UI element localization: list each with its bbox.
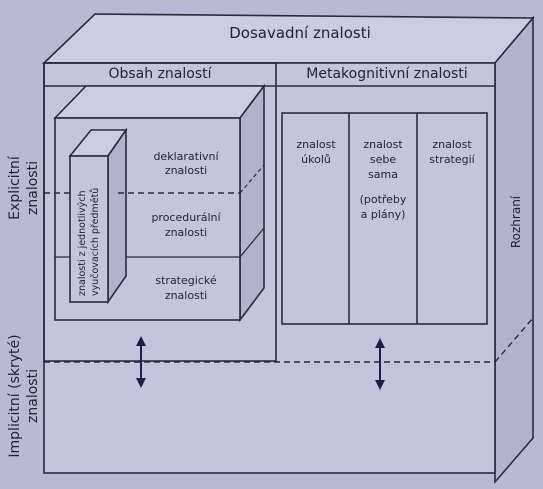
implicit-label-line-2: znalosti xyxy=(25,369,41,423)
column-1-line-4: (potřeby xyxy=(360,193,407,206)
content-block-top xyxy=(53,85,266,119)
explicit-label-line-1: Explicitní xyxy=(7,155,23,220)
column-0-line-0: znalost xyxy=(296,138,336,151)
left-panel: Obsah znalostí znalosti z jednotlivých v… xyxy=(43,62,277,362)
row-label-proceduralni-line-1: procedurální xyxy=(151,211,221,224)
subject-block-label-line-2: vyučovacích předmětů xyxy=(90,188,101,296)
interface-label: Rozhraní xyxy=(509,195,523,248)
row-divider-2-depth xyxy=(239,227,265,258)
explicit-label-line-2: znalosti xyxy=(25,161,41,215)
column-1-line-5: a plány) xyxy=(361,208,406,221)
column-0-line-1: úkolů xyxy=(301,153,331,166)
right-panel: Metakognitivní znalosti znalost úkolů zna… xyxy=(276,66,495,325)
row-label-strategicke-line-2: znalosti xyxy=(165,289,207,302)
row-label-deklarativni-line-1: deklarativní xyxy=(153,150,219,163)
subject-block xyxy=(68,127,128,305)
subject-block-label-line-1: znalosti z jednotlivých xyxy=(77,191,88,296)
column-znalost-sebe-sama: znalost sebe sama (potřeby a plány) xyxy=(360,138,407,221)
implicit-label-line-1: Implicitní (skryté) xyxy=(7,334,23,457)
content-block-side xyxy=(239,83,265,323)
row-divider-1-depth xyxy=(239,164,265,194)
column-2-line-0: znalost xyxy=(432,138,472,151)
outer-title: Dosavadní znalosti xyxy=(229,24,371,42)
right-double-arrow xyxy=(375,338,385,390)
column-znalost-strategii: znalost strategií xyxy=(429,138,475,166)
subject-block-front xyxy=(69,155,109,303)
row-label-deklarativni-line-2: znalosti xyxy=(165,164,207,177)
left-panel-frame xyxy=(43,62,277,362)
row-strategicke: strategické znalosti xyxy=(155,274,216,302)
column-1-line-0: znalost xyxy=(363,138,403,151)
column-1-line-1: sebe xyxy=(370,153,396,166)
column-znalost-ukolu: znalost úkolů xyxy=(296,138,336,166)
metacognition-table xyxy=(281,112,488,325)
column-2-line-1: strategií xyxy=(429,153,475,166)
row-proceduralni: procedurální znalosti xyxy=(151,211,221,239)
outer-right-face xyxy=(494,15,534,485)
row-label-strategicke-line-1: strategické xyxy=(155,274,216,287)
left-double-arrow xyxy=(136,336,146,388)
left-panel-title: Obsah znalostí xyxy=(108,66,212,82)
row-label-proceduralni-line-2: znalosti xyxy=(165,226,207,239)
subject-block-side xyxy=(107,127,127,305)
column-1-line-2: sama xyxy=(368,168,398,181)
row-deklarativni: deklarativní znalosti xyxy=(153,150,219,177)
right-panel-title: Metakognitivní znalosti xyxy=(306,66,467,82)
